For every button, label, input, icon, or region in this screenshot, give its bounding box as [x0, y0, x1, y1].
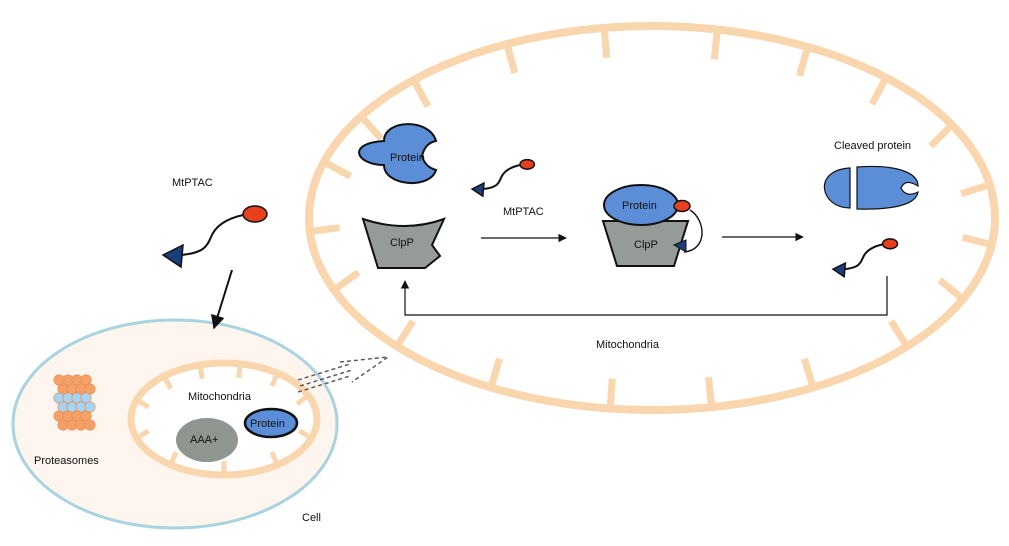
peptide-tag-icon-right	[831, 238, 899, 278]
peptide-linker	[180, 214, 244, 256]
cleaved-protein	[823, 165, 919, 210]
crista	[269, 451, 280, 466]
peptide-head	[881, 238, 899, 250]
bound-protein: Protein	[603, 184, 679, 226]
crista	[928, 122, 955, 149]
crista	[331, 269, 361, 293]
peptide-tail	[161, 243, 184, 269]
clpp-protease-icon-2: ClpP	[601, 220, 690, 267]
proteasome-subunit	[80, 410, 92, 422]
cell-label: Cell	[302, 512, 321, 524]
proteasome-subunit	[80, 392, 92, 404]
mtptac-mid-label: MtPTAC	[503, 206, 544, 218]
aaa-protease	[176, 418, 238, 462]
small-mitochondrion-cristae	[135, 363, 313, 475]
small-protein	[243, 407, 299, 439]
clpp-2-label: ClpP	[634, 239, 658, 251]
large-mitochondria-label: Mitochondria	[596, 339, 660, 351]
crista	[600, 27, 611, 59]
zoom-arrow	[297, 356, 389, 393]
peptide-tag-icon-left	[161, 205, 268, 269]
clpp-protease-icon-1: ClpP	[361, 217, 446, 269]
mtptac-left-label: MtPTAC	[172, 177, 213, 189]
crista	[705, 376, 716, 408]
small-protein-label: Protein	[250, 418, 285, 430]
bound-protein-label: Protein	[622, 200, 657, 212]
proteasome-subunit	[80, 374, 92, 386]
crista	[236, 363, 243, 379]
proteasomes-label: Proteasomes	[34, 455, 99, 467]
crista	[168, 451, 179, 466]
crista	[937, 277, 966, 302]
crista	[135, 428, 150, 441]
crista	[801, 357, 817, 389]
free-protein: Protein	[358, 123, 438, 184]
small-mitochondria-label: Mitochondria	[188, 391, 252, 403]
crista	[503, 43, 519, 74]
crista	[487, 357, 503, 389]
crista	[710, 29, 721, 60]
peptide-linker	[844, 243, 883, 271]
clpp-1-label: ClpP	[390, 237, 414, 249]
crista	[868, 75, 890, 106]
peptide-head	[519, 158, 536, 170]
crista	[298, 428, 313, 441]
proteasome-subunit	[84, 383, 96, 395]
proteasome-subunit	[84, 401, 96, 413]
peptide-head	[242, 205, 268, 223]
peptide-tag-icon-mid	[470, 158, 536, 198]
crista	[796, 45, 812, 77]
free-protein-label: Protein	[390, 152, 425, 164]
cleaved-protein-label: Cleaved protein	[834, 140, 911, 152]
crista	[358, 113, 384, 141]
crista	[161, 374, 173, 390]
proteasome-icon	[53, 374, 96, 431]
recycle-arrow	[400, 276, 888, 316]
proteasome-subunit	[84, 419, 96, 431]
crista	[197, 364, 205, 380]
crista	[960, 181, 991, 198]
crista	[135, 397, 150, 410]
crista	[322, 158, 352, 180]
crista	[606, 378, 616, 409]
large-mitochondrion-cristae	[309, 27, 993, 409]
crista	[888, 319, 910, 349]
import-arrow	[211, 269, 233, 330]
crista	[269, 372, 280, 387]
small-mitochondrion: Mitochondria AAA+ Protein	[127, 359, 321, 479]
peptide-linker	[482, 164, 521, 190]
bound-peptide-tag	[672, 199, 703, 253]
aaa-label: AAA+	[190, 434, 218, 446]
crista	[309, 224, 341, 235]
crista	[410, 78, 432, 108]
crista	[295, 393, 310, 406]
crista	[961, 234, 993, 249]
crista	[394, 319, 416, 349]
